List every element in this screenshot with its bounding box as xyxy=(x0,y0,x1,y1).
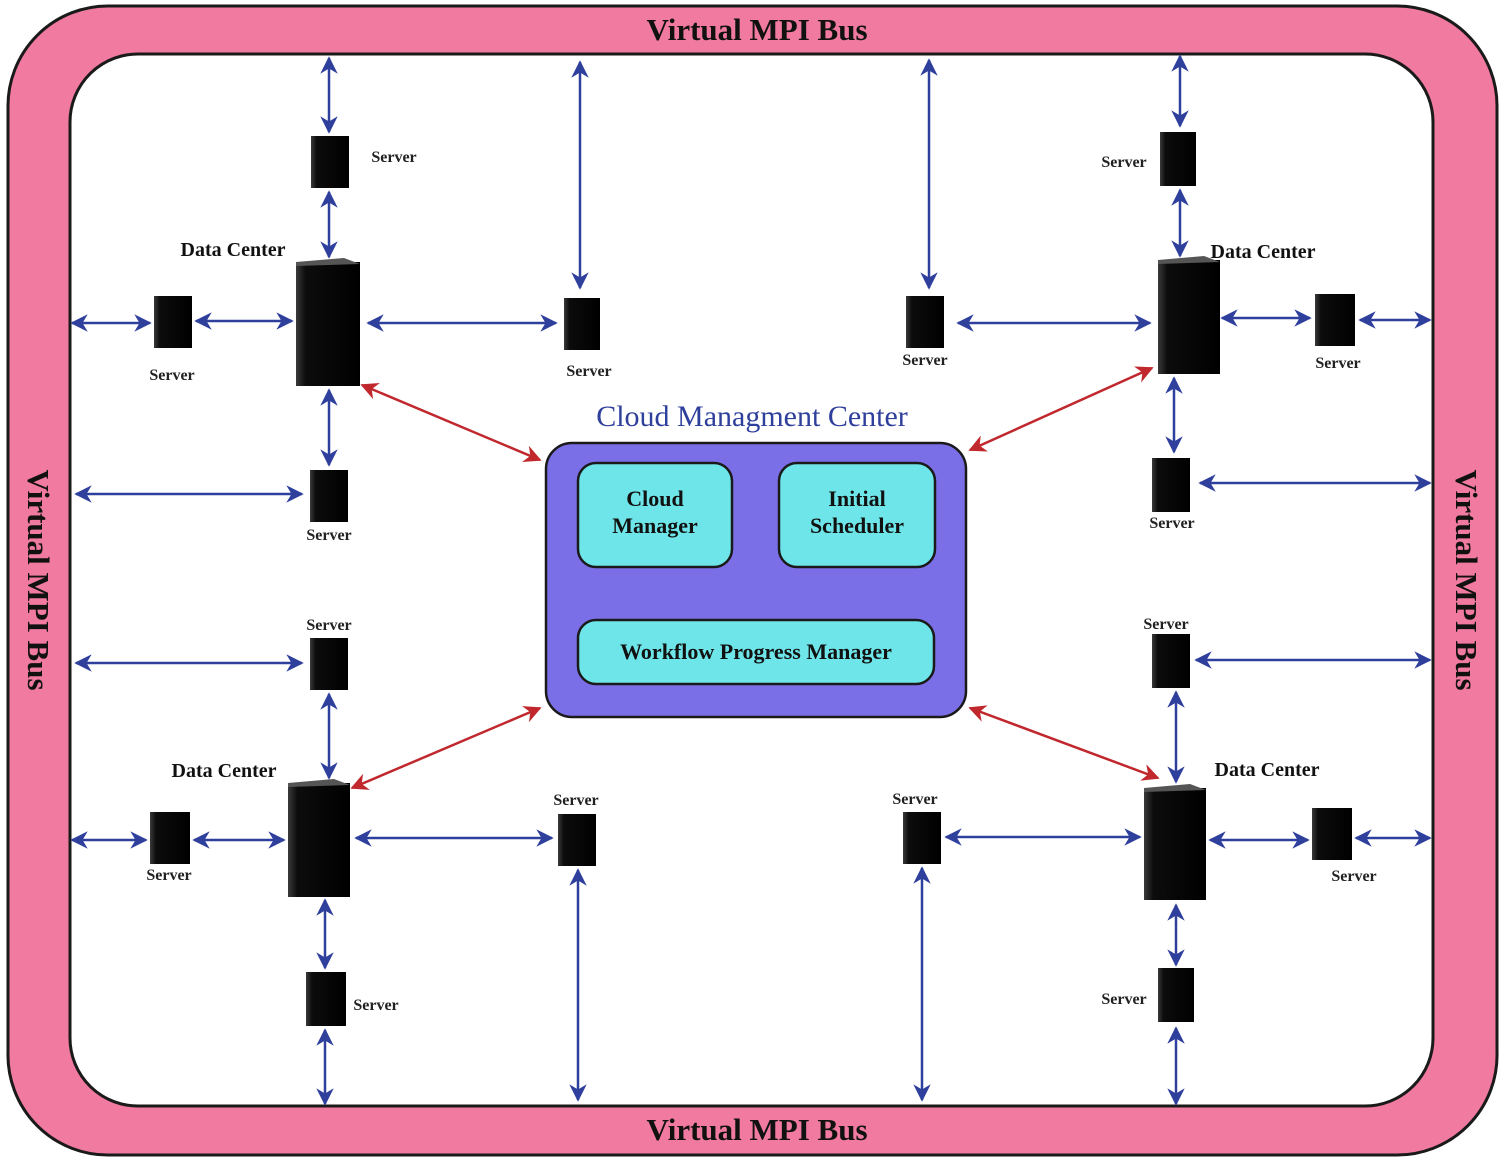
svg-text:Manager: Manager xyxy=(612,513,698,538)
servers xyxy=(150,132,1355,1026)
server-label: Server xyxy=(892,791,937,808)
server-icon xyxy=(1158,968,1194,1022)
server-label: Server xyxy=(566,363,611,380)
bus-label-bottom: Virtual MPI Bus xyxy=(646,1112,867,1147)
server-label: Server xyxy=(1101,991,1146,1008)
server-icon xyxy=(311,136,349,188)
data-center-label-top-right: Data Center xyxy=(1211,241,1316,263)
link xyxy=(968,366,1154,452)
virtual-mpi-bus-ring xyxy=(6,4,1499,1157)
data-center-label-bottom-left: Data Center xyxy=(172,760,277,782)
initial-scheduler-label-line1: Initial xyxy=(828,486,885,511)
initial-scheduler-label-line2: Scheduler xyxy=(810,513,904,538)
server-icon xyxy=(150,812,190,864)
bus-label-left: Virtual MPI Bus xyxy=(21,469,56,690)
data-center-towers xyxy=(288,256,1220,900)
link xyxy=(350,706,542,790)
server-label: Server xyxy=(1315,355,1360,372)
bus-label-top: Virtual MPI Bus xyxy=(646,12,867,47)
cloud-management-center: Cloud Manager Initial Scheduler Workflow… xyxy=(544,441,968,719)
initial-scheduler-module: Initial Scheduler xyxy=(777,461,937,569)
server-label: Server xyxy=(1149,515,1194,532)
server-icon xyxy=(1152,458,1190,512)
link xyxy=(968,705,1160,781)
server-icon xyxy=(558,814,596,866)
data-center-label-top-left: Data Center xyxy=(181,239,286,261)
blue-links xyxy=(70,54,1432,1106)
server-label: Server xyxy=(371,149,416,166)
cloud-manager-label-line2: Manager xyxy=(612,513,698,538)
server-icon xyxy=(1152,634,1190,688)
data-center-tower-icon xyxy=(1144,784,1206,900)
server-label: Server xyxy=(553,792,598,809)
workflow-progress-manager-module: Workflow Progress Manager xyxy=(576,618,936,686)
svg-text:Cloud: Cloud xyxy=(626,486,683,511)
server-icon xyxy=(906,296,944,348)
server-icon xyxy=(1315,294,1355,346)
server-label: Server xyxy=(902,352,947,369)
data-center-tower-icon xyxy=(1158,256,1220,374)
svg-text:Scheduler: Scheduler xyxy=(810,513,904,538)
server-icon xyxy=(154,296,192,348)
server-label: Server xyxy=(1143,616,1188,633)
server-label: Server xyxy=(353,997,398,1014)
data-center-tower-icon xyxy=(296,258,360,386)
cloud-manager-module: Cloud Manager xyxy=(576,461,734,569)
cloud-manager-label-line1: Cloud xyxy=(626,486,683,511)
server-label: Server xyxy=(1101,154,1146,171)
server-label: Server xyxy=(306,617,351,634)
link xyxy=(360,383,542,462)
server-icon xyxy=(903,812,941,864)
data-center-tower-icon xyxy=(288,779,350,897)
server-icon xyxy=(1312,808,1352,860)
server-label: Server xyxy=(146,867,191,884)
data-center-label-bottom-right: Data Center xyxy=(1215,759,1320,781)
bus-label-right: Virtual MPI Bus xyxy=(1449,469,1484,690)
server-label: Server xyxy=(149,367,194,384)
svg-text:Initial: Initial xyxy=(828,486,885,511)
red-links xyxy=(350,366,1160,790)
cloud-management-center-title: Cloud Managment Center xyxy=(596,400,908,433)
workflow-progress-manager-label: Workflow Progress Manager xyxy=(620,639,892,664)
server-icon xyxy=(1160,132,1196,186)
server-icon xyxy=(306,972,346,1026)
server-labels: Server Server Server Server Server Serve… xyxy=(146,149,1376,1014)
server-label: Server xyxy=(306,527,351,544)
server-icon xyxy=(310,470,348,522)
server-icon xyxy=(564,298,600,350)
server-label: Server xyxy=(1331,868,1376,885)
server-icon xyxy=(310,638,348,690)
